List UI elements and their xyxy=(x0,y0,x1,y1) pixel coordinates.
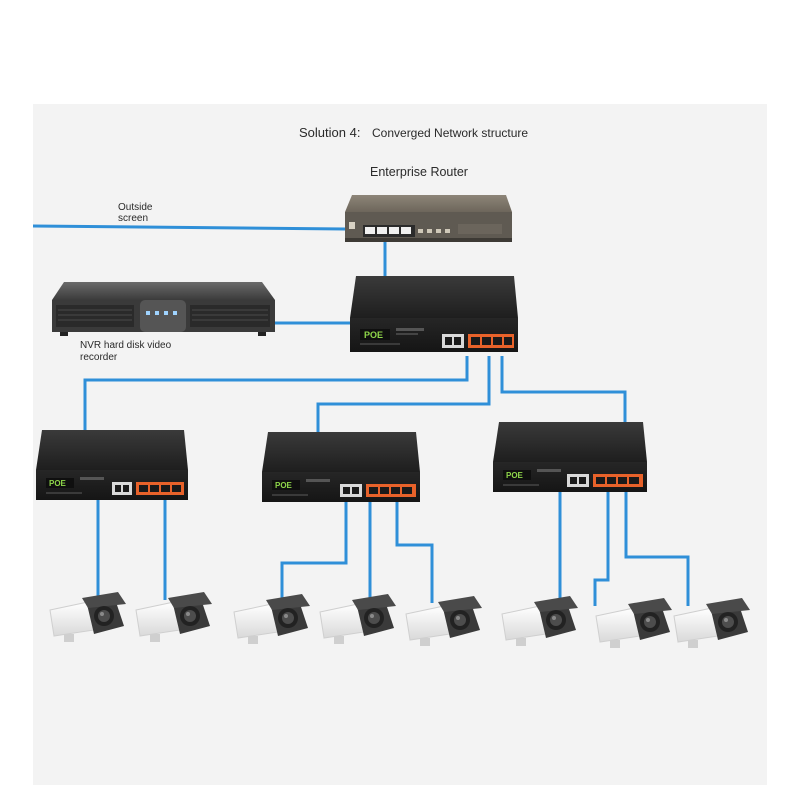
wire-right-switch-to-camera-7 xyxy=(593,492,610,606)
poe-switch-main: POE xyxy=(350,276,518,352)
bullet-camera-icon xyxy=(501,596,578,646)
bullet-camera-icon xyxy=(673,598,750,648)
nvr-recorder-icon xyxy=(52,282,275,336)
router-device-icon xyxy=(345,195,512,242)
poe-switch-right: POE xyxy=(493,422,647,492)
poe-switch-left: POE xyxy=(36,430,188,500)
wire-outside-to-router xyxy=(32,224,346,231)
bullet-camera-icon xyxy=(233,594,310,644)
wire-mid-switch-to-camera-3 xyxy=(280,502,348,600)
bullet-camera-icon xyxy=(405,596,482,646)
poe-switch-middle: POE xyxy=(262,432,420,502)
outside-screen-label: Outside screen xyxy=(118,202,153,224)
wire-main-to-left-switch xyxy=(83,356,469,430)
diagram-title-prefix: Solution 4: xyxy=(299,125,361,140)
switch-badge: POE xyxy=(364,330,383,340)
wire-main-to-right-switch xyxy=(500,356,627,422)
poe-switch-icon: POE xyxy=(350,276,518,352)
nvr-label: NVR hard disk video recorder xyxy=(80,340,172,363)
bullet-camera-icon xyxy=(135,592,212,642)
wire-main-to-mid-switch xyxy=(316,356,491,432)
switch-badge: POE xyxy=(506,471,524,480)
bullet-camera-icon xyxy=(595,598,672,648)
enterprise-router xyxy=(345,195,512,242)
poe-switch-icon: POE xyxy=(36,430,188,500)
wire-mid-switch-to-camera-5 xyxy=(395,502,434,603)
switch-badge: POE xyxy=(49,479,67,488)
router-label: Enterprise Router xyxy=(370,165,468,179)
wire-layer xyxy=(32,224,690,606)
nvr-recorder xyxy=(52,282,275,336)
bullet-camera-icon xyxy=(319,594,396,644)
bullet-camera-icon xyxy=(49,592,126,642)
poe-switch-icon: POE xyxy=(493,422,647,492)
wire-right-switch-to-camera-8 xyxy=(624,492,690,606)
switch-badge: POE xyxy=(275,481,293,490)
poe-switch-icon: POE xyxy=(262,432,420,502)
diagram-title: Converged Network structure xyxy=(372,126,529,140)
camera-group xyxy=(49,592,750,648)
